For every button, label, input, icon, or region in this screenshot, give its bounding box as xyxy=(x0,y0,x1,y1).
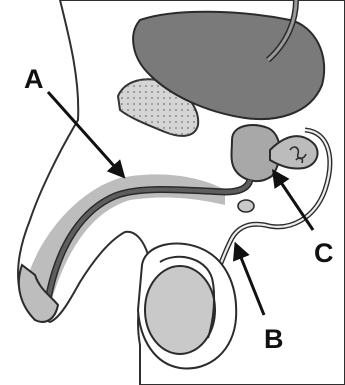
callout-b-label: B xyxy=(264,324,284,354)
callout-a-label: A xyxy=(24,64,44,94)
callout-c-label: C xyxy=(314,238,334,268)
bulbourethral-gland xyxy=(238,200,254,212)
testis xyxy=(145,266,215,354)
